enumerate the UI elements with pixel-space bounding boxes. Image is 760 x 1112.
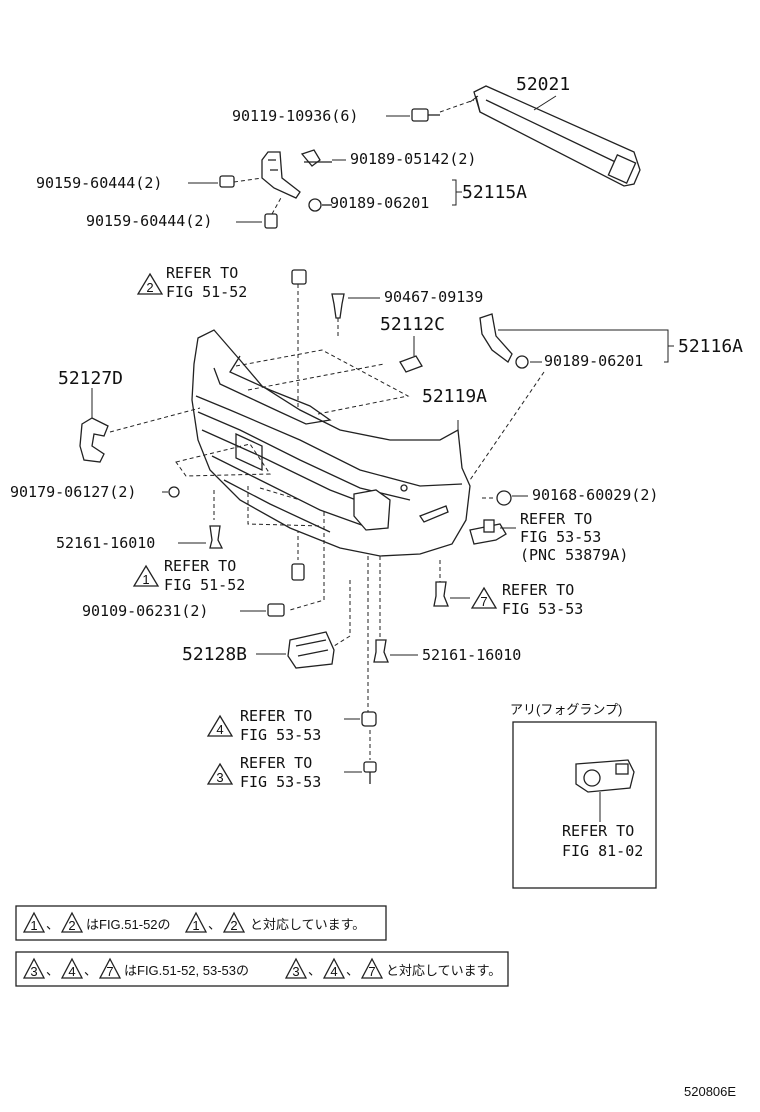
part-52112C-label: 52112C	[380, 314, 445, 335]
ref-1-number: 1	[142, 572, 149, 587]
bolt-90159-a-part	[219, 175, 263, 188]
cover-52128B-part	[287, 631, 335, 669]
ref-3-line2: FIG 53-53	[240, 773, 321, 791]
ref-pnc-line1: REFER TO	[520, 510, 592, 528]
assembly-guide-lines	[109, 349, 545, 760]
clip-52161-b-part	[373, 639, 389, 663]
bolt-90119-part	[411, 99, 475, 122]
ref-2-line1: REFER TO	[166, 264, 238, 282]
ref-3-line1: REFER TO	[240, 754, 312, 772]
part-52115A-label: 52115A	[462, 182, 527, 203]
note2-sep-2: 、	[84, 963, 97, 978]
ref-7-line1: REFER TO	[502, 581, 574, 599]
note1-sep-2: 、	[208, 917, 221, 932]
ref-4-line2: FIG 53-53	[240, 726, 321, 744]
note2-tri-4: 3	[292, 964, 299, 979]
part-90189-06201-label-a: 90189-06201	[330, 194, 429, 212]
note1-tri-2: 2	[68, 918, 75, 933]
part-90168-label: 90168-60029(2)	[532, 486, 658, 504]
ref-4-line1: REFER TO	[240, 707, 312, 725]
ref-triangle-1: 1	[132, 564, 160, 587]
inset-ref-line1: REFER TO	[562, 822, 634, 840]
bolt-ref-3-part	[363, 761, 377, 784]
ref-4-number: 4	[216, 722, 223, 737]
note2-sep-1: 、	[46, 963, 59, 978]
clip-52112C-part	[399, 336, 423, 373]
part-52021-label: 52021	[516, 74, 570, 95]
pnc-clip-part	[469, 519, 507, 545]
part-52128B-label: 52128B	[182, 644, 247, 665]
ref-pnc-line2: FIG 53-53	[520, 528, 601, 546]
bracket-52115A-part	[261, 149, 332, 212]
note-box-2: 3 、 4 、 7 はFIG.51-52, 53-53の 3 、 4 、 7 と…	[15, 951, 509, 987]
part-90467-label: 90467-09139	[384, 288, 483, 306]
bolt-90159-b-part	[264, 195, 283, 229]
note1-tri-3: 1	[192, 918, 199, 933]
part-52161-b-label: 52161-16010	[422, 646, 521, 664]
ref-1-line2: FIG 51-52	[164, 576, 245, 594]
clip-top-part	[291, 269, 307, 285]
note1-tri-1: 1	[30, 918, 37, 933]
bumper-reinforcement-part	[469, 85, 641, 187]
part-90179-label: 90179-06127(2)	[10, 483, 136, 501]
part-90189-06201-label-b: 90189-06201	[544, 352, 643, 370]
screw-90168-part	[496, 490, 512, 506]
clip-ref-4-part	[361, 711, 377, 727]
part-52161-a-label: 52161-16010	[56, 534, 155, 552]
note-box-1: 1 、 2 はFIG.51-52の 1 、 2 と対応しています。	[15, 905, 387, 941]
part-52127D-label: 52127D	[58, 368, 123, 389]
ref-triangle-2: 2	[136, 272, 164, 295]
fog-lamp-part	[575, 759, 635, 793]
note2-tri-1: 3	[30, 964, 37, 979]
ref-1-line1: REFER TO	[164, 557, 236, 575]
note1-sep-1: 、	[46, 917, 59, 932]
ref-7-number: 7	[480, 594, 487, 609]
ref-2-line2: FIG 51-52	[166, 283, 247, 301]
part-90119-label: 90119-10936(6)	[232, 107, 358, 125]
ref-2-number: 2	[146, 280, 153, 295]
note2-tri-5: 4	[330, 964, 337, 979]
ref-7-line2: FIG 53-53	[502, 600, 583, 618]
part-90189-05142-label: 90189-05142(2)	[350, 150, 476, 168]
note1-text-2: と対応しています。	[250, 917, 365, 932]
note2-tri-3: 7	[106, 964, 113, 979]
ref-pnc-line3: (PNC 53879A)	[520, 546, 628, 564]
bumper-cover-part	[191, 329, 471, 557]
clip-lower-part	[291, 563, 305, 581]
part-90159-a-label: 90159-60444(2)	[36, 174, 162, 192]
clip-52161-a-part	[209, 525, 224, 549]
part-52116A-label: 52116A	[678, 336, 743, 357]
ref-3-number: 3	[216, 770, 223, 785]
fog-lamp-inset-box	[512, 721, 657, 889]
bracket-52116A-part	[479, 313, 529, 369]
note2-sep-3: 、	[308, 963, 321, 978]
ref-triangle-7: 7	[470, 586, 498, 609]
screw-90467-part	[331, 293, 345, 336]
note2-sep-4: 、	[346, 963, 359, 978]
note2-tri-2: 4	[68, 964, 75, 979]
note1-text-1: はFIG.51-52の	[86, 917, 171, 932]
ref-triangle-3: 3	[206, 762, 234, 785]
nut-90179-part	[168, 486, 180, 498]
note2-tri-6: 7	[368, 964, 375, 979]
part-90159-b-label: 90159-60444(2)	[86, 212, 212, 230]
note1-tri-4: 2	[230, 918, 237, 933]
clip-ref-7-part	[433, 581, 449, 607]
bolt-90109-part	[267, 603, 285, 617]
side-bracket-52127D-part	[79, 417, 109, 463]
inset-ref-line2: FIG 81-02	[562, 842, 643, 860]
part-52119A-label: 52119A	[422, 386, 487, 407]
figure-id: 520806E	[684, 1084, 736, 1099]
note2-text-2: と対応しています。	[386, 963, 501, 978]
ref-triangle-4: 4	[206, 714, 234, 737]
part-90109-label: 90109-06231(2)	[82, 602, 208, 620]
inset-title: アリ(フォグランプ)	[510, 702, 622, 717]
note2-text-1: はFIG.51-52, 53-53の	[124, 963, 249, 978]
